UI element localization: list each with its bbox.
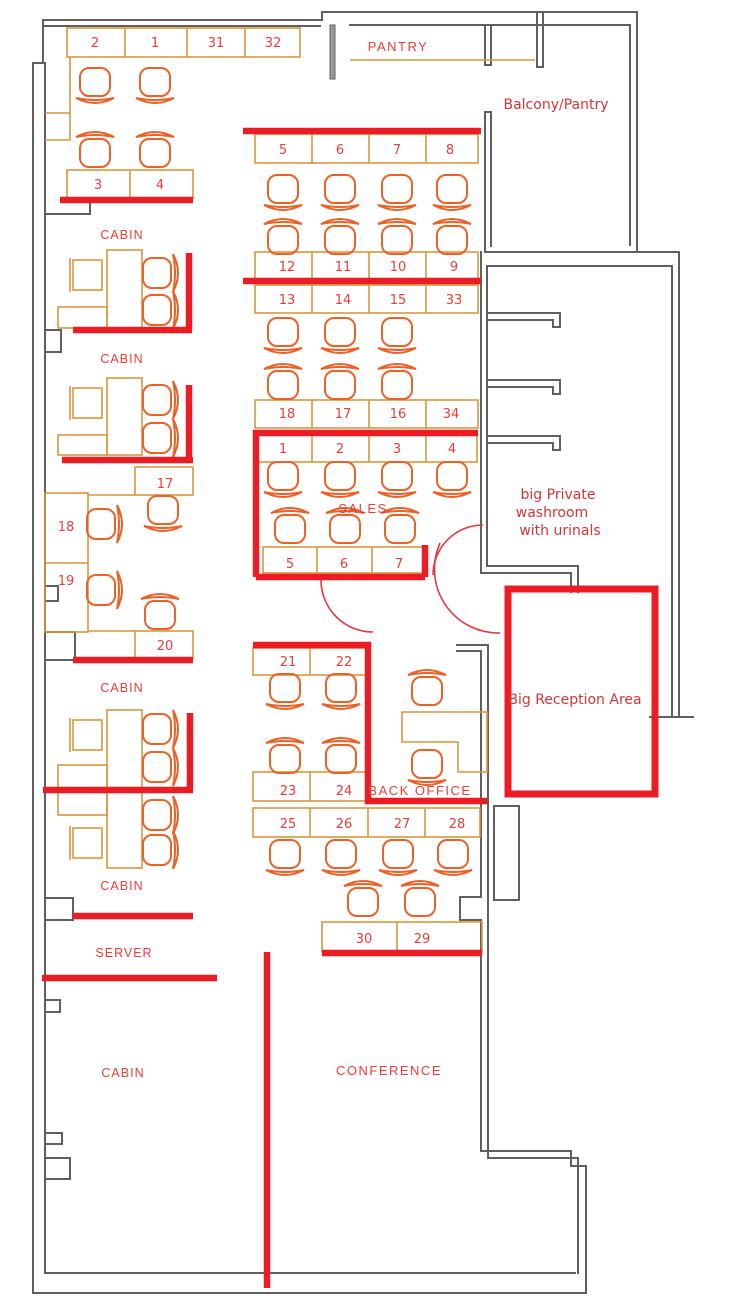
desk-number: 28 — [449, 817, 466, 832]
reception-area-outline — [504, 585, 659, 798]
desk-number: 31 — [208, 36, 225, 51]
desk-number: 29 — [414, 932, 431, 947]
desk-number: 24 — [336, 784, 353, 799]
room-label-reception: Big Reception Area — [508, 692, 641, 708]
desk-number: 30 — [356, 932, 373, 947]
room-label-cabin-4: CABIN — [100, 879, 143, 893]
desk-number: 4 — [156, 178, 164, 193]
room-label-conference: CONFERENCE — [336, 1063, 442, 1078]
red-walls — [42, 127, 659, 1288]
room-label-washroom-line2: washroom — [516, 505, 588, 521]
desk-number: 5 — [279, 143, 287, 158]
desk-number: 14 — [335, 293, 352, 308]
room-label-washroom-line1: big Private — [521, 487, 596, 503]
desk-number: 2 — [91, 36, 99, 51]
desk-number: 32 — [265, 36, 282, 51]
building-walls — [32, 11, 694, 1294]
desk-number: 7 — [395, 557, 403, 572]
desk-number: 9 — [450, 260, 458, 275]
room-label-cabin-1: CABIN — [100, 228, 143, 242]
desk-number: 6 — [336, 143, 344, 158]
desk-number: 1 — [279, 442, 287, 457]
room-label-sales: SALES — [338, 501, 387, 516]
desk-number: 13 — [279, 293, 296, 308]
desk-number: 3 — [94, 178, 102, 193]
room-label-cabin-2: CABIN — [100, 352, 143, 366]
desk-number: 3 — [393, 442, 401, 457]
desk-number: 22 — [336, 655, 353, 670]
desk-number: 19 — [58, 574, 75, 589]
desk-number: 5 — [286, 557, 294, 572]
desk-number: 10 — [390, 260, 407, 275]
room-label-washroom-line3: with urinals — [519, 523, 600, 539]
room-label-balcony-pantry: Balcony/Pantry — [503, 97, 608, 113]
desk-number: 16 — [390, 407, 407, 422]
desk-number: 4 — [448, 442, 456, 457]
desk-number: 15 — [390, 293, 407, 308]
desk-number: 17 — [335, 407, 352, 422]
desk-number: 2 — [336, 442, 344, 457]
room-label-back-office: BACK OFFICE — [368, 783, 471, 798]
desk-number: 1 — [151, 36, 159, 51]
desk-number: 27 — [394, 817, 411, 832]
desk-number: 17 — [157, 477, 174, 492]
desk-number: 26 — [336, 817, 353, 832]
room-label-cabin-3: CABIN — [100, 681, 143, 695]
pantry-door-leaf — [329, 24, 336, 80]
desk-number: 6 — [340, 557, 348, 572]
desk-number: 20 — [157, 639, 174, 654]
desk-number: 21 — [280, 655, 297, 670]
desk-number: 18 — [58, 520, 75, 535]
room-label-pantry: PANTRY — [368, 39, 429, 54]
desk-number: 23 — [280, 784, 297, 799]
labels: PANTRY Balcony/Pantry CABIN CABIN CABIN … — [58, 36, 642, 1080]
desk-number: 34 — [443, 407, 460, 422]
door-arcs — [320, 524, 501, 634]
desk-number: 8 — [446, 143, 454, 158]
desk-number: 18 — [279, 407, 296, 422]
desk-number: 11 — [335, 260, 352, 275]
room-label-server: SERVER — [95, 946, 152, 960]
desk-number: 12 — [279, 260, 296, 275]
desk-number: 25 — [280, 817, 297, 832]
desk-number: 33 — [446, 293, 463, 308]
desk-number: 7 — [393, 143, 401, 158]
room-label-cabin-5: CABIN — [101, 1066, 144, 1080]
